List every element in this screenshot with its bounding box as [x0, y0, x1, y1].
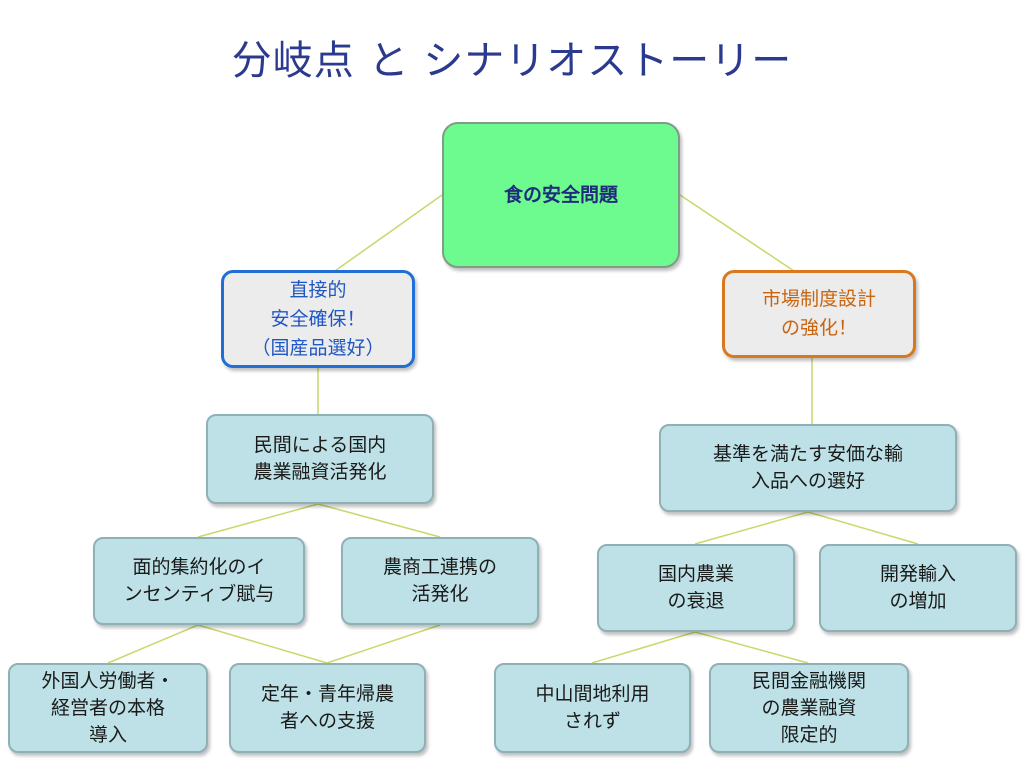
connector-r2-b: [807, 511, 919, 545]
node-left-branch: 直接的 安全確保！ （国産品選好）: [221, 270, 415, 368]
node-leaf-2: 定年・青年帰農 者への支援: [229, 663, 426, 753]
node-left-level2: 民間による国内 農業融資活発化: [206, 414, 434, 504]
page-title: 分岐点 と シナリオストーリー: [231, 38, 793, 84]
node-right-level2: 基準を満たす安価な輸 入品への選好: [659, 424, 957, 512]
connector-root-right: [679, 194, 813, 284]
connector-l3a-leaf1: [107, 624, 199, 664]
connector-root-left: [317, 194, 443, 284]
connector-r3a-leaf4: [694, 631, 809, 664]
connector-l3a-leaf2: [197, 624, 328, 664]
connector-l3b-leaf2: [326, 624, 441, 664]
node-right-level3-a: 国内農業 の衰退: [597, 544, 795, 632]
node-leaf-1: 外国人労働者・ 経営者の本格 導入: [8, 663, 208, 753]
node-left-level3-a: 面的集約化のイ ンセンティブ賦与: [93, 537, 305, 625]
node-root: 食の安全問題: [442, 122, 680, 268]
node-right-level3-b: 開発輸入 の増加: [819, 544, 1017, 632]
connector-l2-b: [317, 503, 441, 538]
connector-r2-a: [694, 511, 809, 545]
node-right-branch: 市場制度設計 の強化！: [722, 270, 916, 358]
connector-r3a-leaf3: [591, 631, 696, 664]
node-left-level3-b: 農商工連携の 活発化: [341, 537, 539, 625]
node-leaf-4: 民間金融機関 の農業融資 限定的: [709, 663, 909, 753]
node-leaf-3: 中山間地利用 されず: [494, 663, 691, 753]
connector-l2-a: [197, 503, 319, 538]
